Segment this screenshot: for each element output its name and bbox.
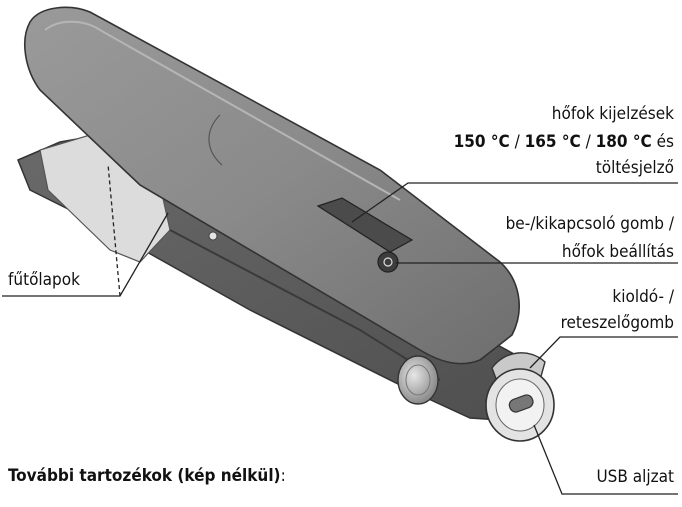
- indicator-dot: [208, 231, 218, 241]
- power-symbol-icon: [383, 257, 393, 267]
- upper-arm-seam: [208, 114, 223, 166]
- display-window: [316, 197, 414, 253]
- lock-label-line1: kioldó- /: [612, 287, 674, 307]
- power-button: [377, 251, 399, 273]
- power-label-line2: hőfok beállítás: [561, 242, 674, 262]
- display-label-line1: hőfok kijelzések: [551, 104, 674, 124]
- upper-arm-ridge: [44, 20, 401, 201]
- sep-1: /: [509, 132, 525, 152]
- display-label-line3: töltésjelző: [595, 158, 674, 178]
- temp-150: 150 °C: [453, 132, 510, 152]
- footer-text: További tartozékok (kép nélkül): [8, 466, 281, 486]
- and-word: és: [651, 132, 674, 152]
- usb-label: USB aljzat: [596, 467, 674, 487]
- footer-note: További tartozékok (kép nélkül):: [8, 466, 286, 486]
- temp-180: 180 °C: [595, 132, 652, 152]
- hinge-knob: [397, 355, 439, 405]
- power-label-line1: be-/kikapcsoló gomb /: [505, 214, 674, 234]
- sep-2: /: [580, 132, 596, 152]
- lock-label-line2: reteszelőgomb: [560, 313, 674, 333]
- leader-lines: [2, 163, 678, 495]
- temp-165: 165 °C: [524, 132, 581, 152]
- upper-arm: [24, 6, 520, 365]
- display-label-line2: 150 °C / 165 °C / 180 °C és: [454, 132, 674, 153]
- plates-label: fűtőlapok: [8, 270, 80, 290]
- footer-colon: :: [280, 466, 286, 486]
- usb-port: [508, 394, 534, 413]
